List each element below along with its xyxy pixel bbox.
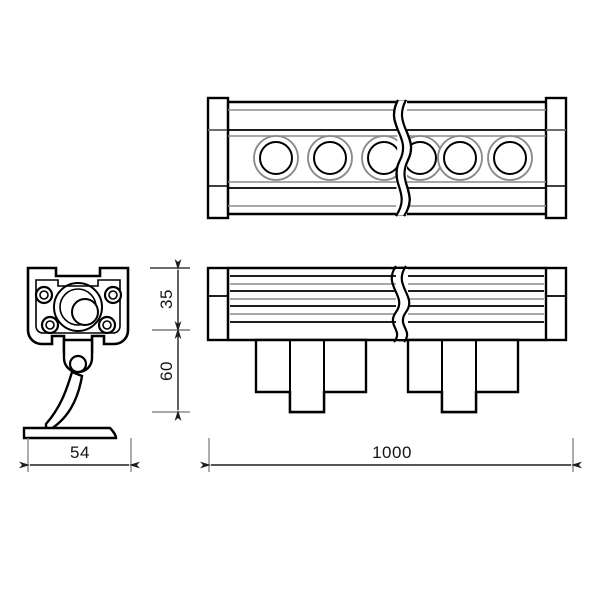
front-view bbox=[206, 96, 568, 220]
front-view-left-endcap bbox=[206, 96, 230, 220]
dimension-length-total: 1000 bbox=[200, 438, 582, 472]
screw-hole-top-right bbox=[103, 285, 123, 305]
screw-hole-bottom-right bbox=[97, 315, 117, 335]
side-view-break-line bbox=[390, 265, 411, 343]
led-lens-6 bbox=[487, 135, 533, 181]
front-view-right-endcap bbox=[544, 96, 568, 220]
side-view-right-endcap bbox=[544, 266, 568, 342]
end-view-pivot-hole bbox=[68, 354, 88, 374]
front-view-break-line bbox=[392, 99, 413, 217]
end-view-lens bbox=[53, 282, 103, 332]
dimension-height-lower: 60 bbox=[152, 321, 190, 421]
side-view bbox=[206, 265, 568, 414]
side-view-left-endcap bbox=[206, 266, 230, 342]
dimension-label-54: 54 bbox=[70, 443, 90, 462]
led-lens-1 bbox=[253, 135, 299, 181]
end-view-base-plate bbox=[22, 426, 118, 440]
led-lens-5 bbox=[437, 135, 483, 181]
led-lens-3 bbox=[361, 135, 407, 181]
dimension-label-35: 35 bbox=[157, 289, 176, 309]
dimension-width-end: 54 bbox=[19, 438, 140, 472]
led-lens-2 bbox=[307, 135, 353, 181]
front-view-led-array bbox=[253, 135, 533, 181]
screw-hole-top-left bbox=[34, 285, 54, 305]
end-view-inner-recess bbox=[35, 279, 121, 334]
screw-hole-bottom-left bbox=[40, 315, 60, 335]
dimension-label-60: 60 bbox=[157, 361, 176, 381]
side-view-body-left bbox=[226, 266, 404, 342]
front-view-body-left bbox=[226, 100, 405, 216]
side-view-bracket-left bbox=[254, 338, 368, 414]
end-view bbox=[22, 266, 130, 440]
end-view-screw-holes bbox=[34, 285, 123, 335]
dimension-label-1000: 1000 bbox=[372, 443, 412, 462]
side-view-bracket-right bbox=[406, 338, 520, 414]
